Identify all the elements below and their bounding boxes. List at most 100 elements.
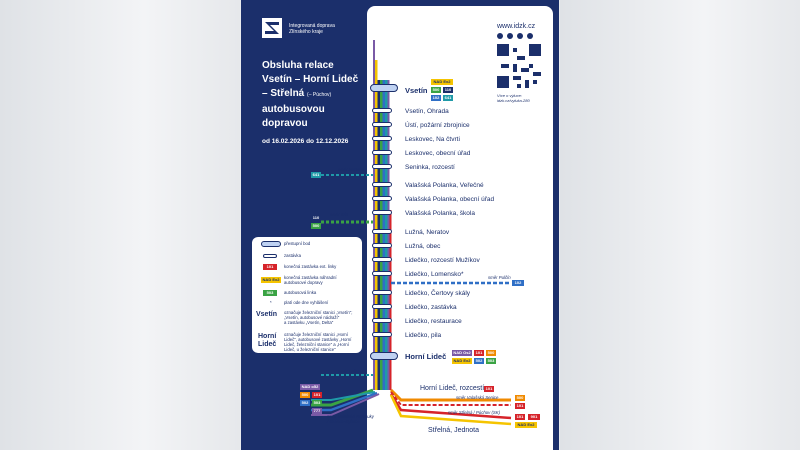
stop-marker[interactable] <box>372 332 392 337</box>
nad-badge: NAD Os2 <box>452 350 472 356</box>
qr-code[interactable] <box>497 44 541 88</box>
star-icon: * <box>270 300 272 305</box>
line-badge: 503 <box>312 400 322 406</box>
legend-stop-label: zastávka <box>284 253 301 258</box>
direction-label: směr Lačnov <box>338 369 363 374</box>
line-badge: 641 <box>443 95 453 101</box>
line-badge: 101 <box>474 350 484 356</box>
station-label[interactable]: Lužná, Neratov <box>405 229 450 236</box>
stop-marker[interactable] <box>372 257 392 262</box>
line-badge: 101 <box>515 414 525 420</box>
station-label[interactable]: Seninka, rozcestí <box>405 164 455 171</box>
background-left <box>0 0 240 450</box>
legend-terminal-label: konečná zastávka ext. linky <box>284 264 337 269</box>
legend-line-badge: 503 <box>263 290 277 296</box>
legend-terminal-badge: 101 <box>263 264 277 270</box>
line-badge: 110 <box>443 87 453 93</box>
legend-hub-label: přestupní bod <box>284 241 311 246</box>
line-badge: 502 <box>474 358 484 364</box>
station-label[interactable]: Lidečko, Lomensko* <box>405 271 464 278</box>
youtube-icon[interactable] <box>527 33 533 39</box>
line-badge: 500 <box>300 392 310 398</box>
stop-marker[interactable] <box>372 318 392 323</box>
hub-marker[interactable] <box>370 352 398 360</box>
org-name: Integrovaná doprava Zlínského kraje <box>289 23 335 35</box>
direction-label: směr Střelná / Púchov (SK) <box>448 410 501 415</box>
line-badge: 641 <box>311 172 321 178</box>
station-label[interactable]: Lidečko, zastávka <box>405 304 457 311</box>
legend-hub-marker <box>261 241 281 247</box>
legend-vsetin-desc: označuje železniční stanici „Vsetín";„Vs… <box>284 310 353 325</box>
station-label[interactable]: Leskovec, Na čtvrti <box>405 136 460 143</box>
stop-marker[interactable] <box>372 210 392 215</box>
direction-label: směr Seninka <box>338 167 365 172</box>
stop-marker[interactable] <box>372 243 392 248</box>
line-badge: 101 <box>484 386 494 392</box>
line-badge: 101 <box>312 392 322 398</box>
line-badge: 500 <box>431 87 441 93</box>
stop-marker[interactable] <box>372 229 392 234</box>
stop-marker[interactable] <box>372 196 392 201</box>
nad-badge: NAD Ex2 <box>515 422 537 428</box>
station-label[interactable]: Horní Lideč <box>405 352 447 361</box>
line-badge: 500 <box>515 395 525 401</box>
instagram-icon[interactable] <box>507 33 513 39</box>
stop-marker[interactable] <box>372 290 392 295</box>
direction-label: směr Zlín <box>330 212 348 217</box>
station-label[interactable]: Valašská Polanka, Veřečné <box>405 182 484 189</box>
stop-marker[interactable] <box>372 108 392 113</box>
x-icon[interactable] <box>517 33 523 39</box>
station-label[interactable]: Lidečko, pila <box>405 332 442 339</box>
stop-marker[interactable] <box>372 164 392 169</box>
stop-marker[interactable] <box>372 136 392 141</box>
station-label[interactable]: Střelná, Jednota <box>428 427 479 434</box>
legend-vsetin-name: Vsetín <box>256 311 278 318</box>
station-label[interactable]: Ústí, požární zbrojnice <box>405 122 470 129</box>
station-label[interactable]: Lužná, obec <box>405 243 441 250</box>
station-label[interactable]: Lidečko, Čertovy skály <box>405 290 471 297</box>
nad-badge: NAD Ex2 <box>452 358 472 364</box>
station-label[interactable]: Horní Lideč, rozcestí <box>420 385 485 392</box>
station-label[interactable]: Vsetín, Ohrada <box>405 108 449 115</box>
line-badge: 901 <box>528 414 540 420</box>
line-badge: 110 <box>311 215 321 221</box>
line-badge: 503 <box>486 358 496 364</box>
direction-label: směr Pulčín <box>488 275 511 280</box>
direction-label: směr Valašské Klobouky/ Brumov-Bylnice <box>327 414 374 424</box>
website-link[interactable]: www.idzk.cz <box>497 23 536 30</box>
line-badge: 101 <box>515 403 525 409</box>
station-label[interactable]: Valašská Polanka, obecní úřad <box>405 196 495 203</box>
station-label[interactable]: Vsetín <box>405 86 428 95</box>
station-label[interactable]: Leskovec, obecní úřad <box>405 150 471 157</box>
legend-line-label: autobusová linka <box>284 290 317 295</box>
legend-stop-marker <box>263 254 277 258</box>
stop-marker[interactable] <box>372 304 392 309</box>
station-label[interactable]: Valašská Polanka, škola <box>405 210 475 217</box>
route-diagram <box>311 40 512 426</box>
legend-star-label: platí ode dne vyhlášení <box>284 300 329 305</box>
line-badge: 777 <box>312 408 322 414</box>
stop-marker[interactable] <box>372 271 392 276</box>
line-badge: 500 <box>486 350 496 356</box>
nad-badge: NAD Ex2 <box>431 79 453 85</box>
nad-badge: NAD o52 <box>300 384 320 390</box>
background-right <box>560 0 800 450</box>
stop-marker[interactable] <box>372 182 392 187</box>
hub-marker[interactable] <box>370 84 398 92</box>
page-title: Obsluha relace Vsetín – Horní Lideč – St… <box>262 60 359 129</box>
idzk-logo <box>262 18 282 38</box>
station-label[interactable]: Lidečko, rozcestí Mužíkov <box>405 257 480 264</box>
validity-dates: od 16.02.2026 do 12.12.2026 <box>262 138 349 145</box>
direction-label: směr Valašská Senice <box>456 395 499 400</box>
facebook-icon[interactable] <box>497 33 503 39</box>
line-badge: 102 <box>431 95 441 101</box>
line-badge: 502 <box>300 400 310 406</box>
qr-note: Více o výluce:idzk.cz/vyluka-280 <box>497 93 530 103</box>
stop-marker[interactable] <box>372 122 392 127</box>
line-badge: 500 <box>311 223 321 229</box>
station-label[interactable]: Lidečko, restaurace <box>405 318 462 325</box>
stop-marker[interactable] <box>372 150 392 155</box>
